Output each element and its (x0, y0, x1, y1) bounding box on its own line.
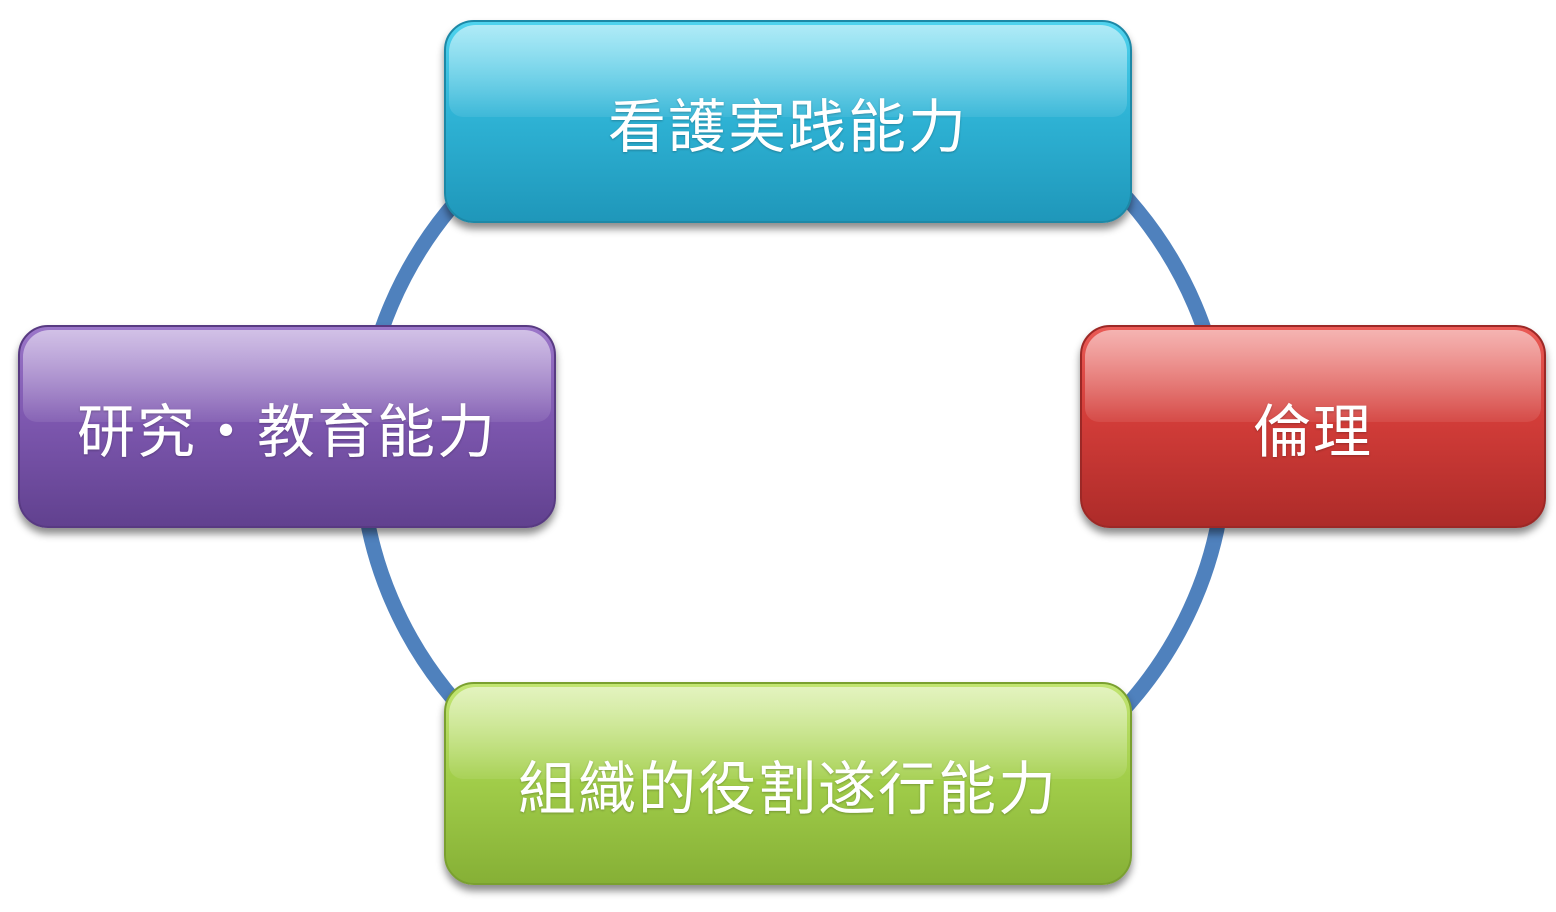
node-label: 組織的役割遂行能力 (517, 754, 1058, 823)
node-ethics: 倫理 (1080, 325, 1546, 528)
node-label: 看護実践能力 (607, 92, 968, 161)
node-label: 倫理 (1252, 397, 1373, 466)
node-organizational-role-competence: 組織的役割遂行能力 (444, 682, 1132, 885)
node-label: 研究・教育能力 (76, 397, 497, 466)
node-nursing-practice-competence: 看護実践能力 (444, 20, 1132, 223)
node-research-education-competence: 研究・教育能力 (18, 325, 556, 528)
